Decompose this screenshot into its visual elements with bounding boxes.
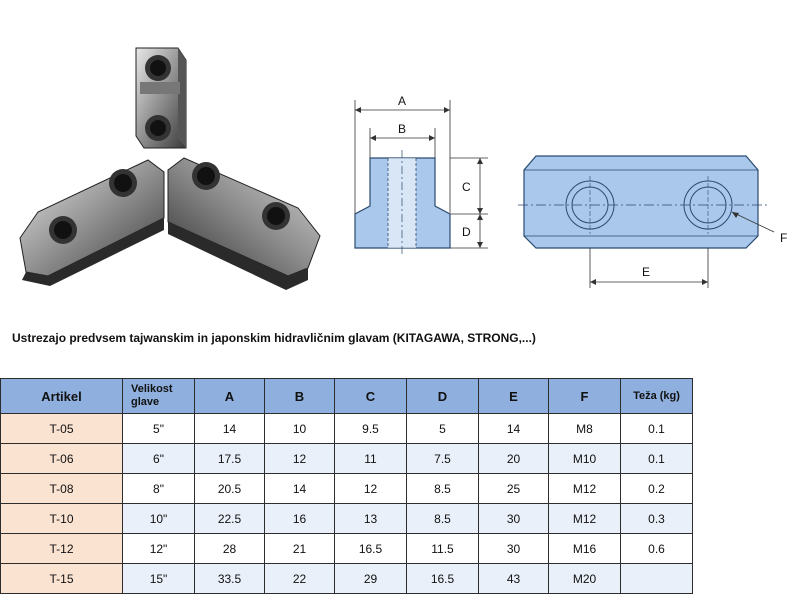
cell-artikel: T-10 — [0, 503, 123, 534]
cell-f: M12 — [548, 503, 621, 534]
cell-c: 12 — [334, 473, 407, 504]
cell-c: 29 — [334, 563, 407, 594]
table-row: T-05 5" 14 10 9.5 5 14 M8 0.1 — [0, 413, 693, 444]
table-row: T-15 15" 33.5 22 29 16.5 43 M20 — [0, 563, 693, 594]
col-header-d: D — [406, 378, 479, 414]
cell-weight: 0.1 — [620, 443, 693, 474]
cell-b: 14 — [264, 473, 335, 504]
cell-d: 8.5 — [406, 473, 479, 504]
cell-b: 21 — [264, 533, 335, 564]
cell-d: 7.5 — [406, 443, 479, 474]
cell-a: 14 — [194, 413, 265, 444]
cell-weight — [620, 563, 693, 594]
cell-a: 28 — [194, 533, 265, 564]
t-nut-left — [19, 159, 165, 286]
table-row: T-12 12" 28 21 16.5 11.5 30 M16 0.6 — [0, 533, 693, 564]
cell-d: 11.5 — [406, 533, 479, 564]
cell-e: 43 — [478, 563, 549, 594]
compatibility-note: Ustrezajo predvsem tajwanskim in japonsk… — [12, 331, 536, 345]
cell-b: 16 — [264, 503, 335, 534]
cell-size: 10" — [122, 503, 195, 534]
t-nut-vertical — [135, 47, 187, 149]
cell-size: 12" — [122, 533, 195, 564]
cell-c: 11 — [334, 443, 407, 474]
cell-e: 30 — [478, 533, 549, 564]
table-row: T-08 8" 20.5 14 12 8.5 25 M12 0.2 — [0, 473, 693, 504]
table-row: T-10 10" 22.5 16 13 8.5 30 M12 0.3 — [0, 503, 693, 534]
cell-d: 5 — [406, 413, 479, 444]
cell-b: 12 — [264, 443, 335, 474]
cell-e: 14 — [478, 413, 549, 444]
table-row: T-06 6" 17.5 12 11 7.5 20 M10 0.1 — [0, 443, 693, 474]
dim-label-f: F — [780, 231, 787, 245]
cell-e: 25 — [478, 473, 549, 504]
cell-f: M12 — [548, 473, 621, 504]
col-header-f: F — [548, 378, 621, 414]
cell-weight: 0.3 — [620, 503, 693, 534]
specs-table: Artikel Velikost glave A B C D E F Teža … — [0, 378, 693, 594]
cell-f: M8 — [548, 413, 621, 444]
cell-a: 17.5 — [194, 443, 265, 474]
product-photo — [19, 47, 321, 290]
cell-size: 5" — [122, 413, 195, 444]
col-header-weight: Teža (kg) — [620, 378, 693, 414]
col-header-a: A — [194, 378, 265, 414]
cell-artikel: T-05 — [0, 413, 123, 444]
col-header-c: C — [334, 378, 407, 414]
cell-artikel: T-12 — [0, 533, 123, 564]
cell-size: 8" — [122, 473, 195, 504]
cell-e: 30 — [478, 503, 549, 534]
side-view-drawing: A B C D — [354, 94, 488, 256]
col-header-size: Velikost glave — [122, 378, 195, 414]
cell-f: M20 — [548, 563, 621, 594]
col-header-artikel: Artikel — [0, 378, 123, 414]
col-header-b: B — [264, 378, 335, 414]
dim-label-a: A — [398, 94, 406, 108]
cell-c: 16.5 — [334, 533, 407, 564]
cell-d: 8.5 — [406, 503, 479, 534]
table-header-row: Artikel Velikost glave A B C D E F Teža … — [0, 378, 693, 414]
t-nut-right — [167, 157, 321, 290]
cell-artikel: T-15 — [0, 563, 123, 594]
col-header-e: E — [478, 378, 549, 414]
cell-weight: 0.6 — [620, 533, 693, 564]
cell-b: 10 — [264, 413, 335, 444]
cell-e: 20 — [478, 443, 549, 474]
cell-b: 22 — [264, 563, 335, 594]
cell-f: M16 — [548, 533, 621, 564]
cell-c: 9.5 — [334, 413, 407, 444]
cell-artikel: T-06 — [0, 443, 123, 474]
dim-label-b: B — [398, 122, 406, 136]
dim-label-c: C — [462, 180, 471, 194]
cell-size: 15" — [122, 563, 195, 594]
cell-a: 22.5 — [194, 503, 265, 534]
cell-c: 13 — [334, 503, 407, 534]
cell-weight: 0.2 — [620, 473, 693, 504]
dim-label-e: E — [642, 265, 650, 279]
cell-a: 33.5 — [194, 563, 265, 594]
dim-label-d: D — [462, 225, 471, 239]
cell-f: M10 — [548, 443, 621, 474]
cell-weight: 0.1 — [620, 413, 693, 444]
top-view-drawing: E F — [518, 155, 787, 288]
cell-size: 6" — [122, 443, 195, 474]
cell-artikel: T-08 — [0, 473, 123, 504]
cell-a: 20.5 — [194, 473, 265, 504]
cell-d: 16.5 — [406, 563, 479, 594]
